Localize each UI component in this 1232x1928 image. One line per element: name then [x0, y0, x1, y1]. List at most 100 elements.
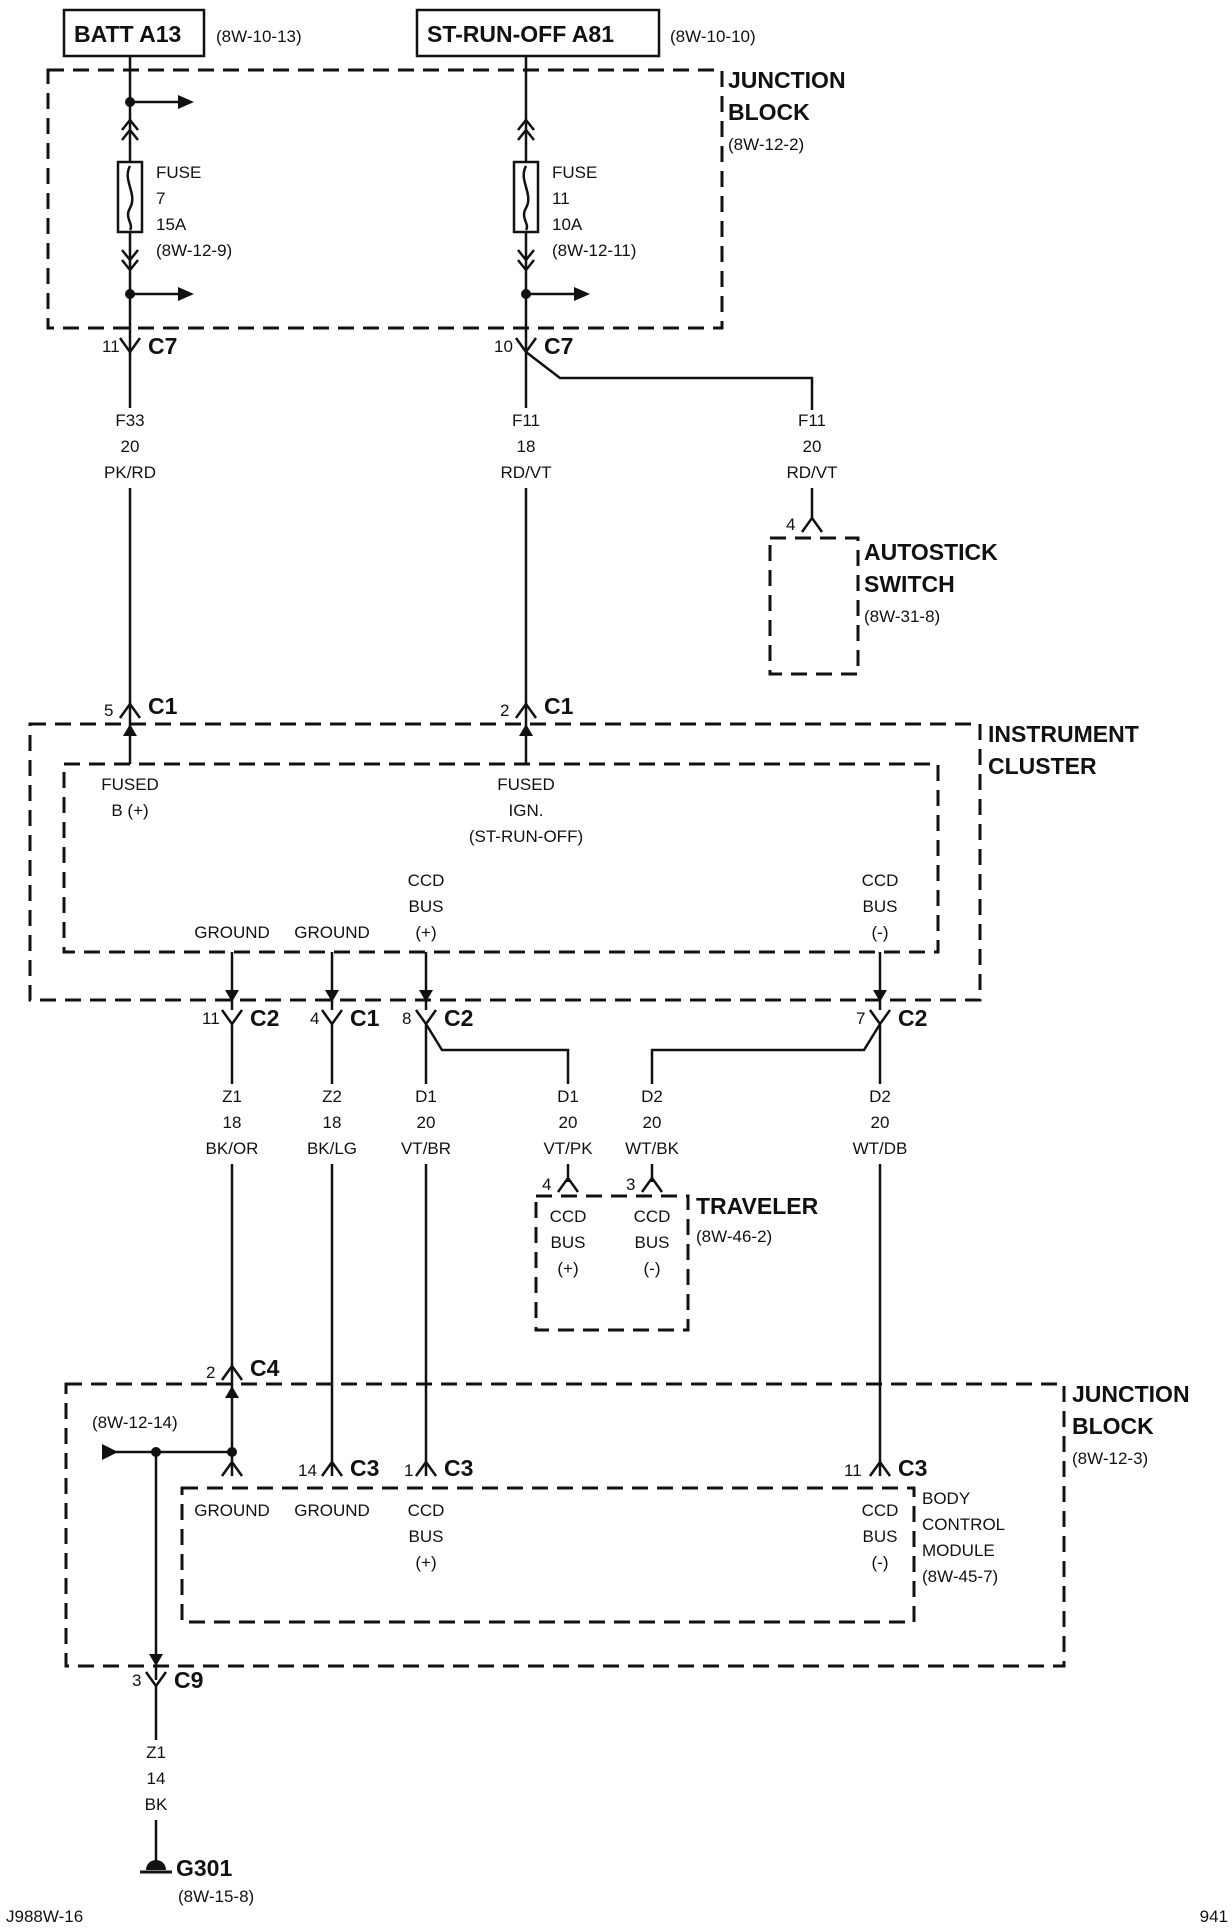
- jb-bottom-ref: (8W-12-3): [1072, 1449, 1148, 1468]
- arrow-right-icon: [574, 287, 590, 301]
- cluster-ground-1: GROUND: [194, 923, 270, 942]
- wire-z2-gauge: 18: [323, 1113, 342, 1132]
- traveler-pin-neg: 3: [626, 1175, 635, 1194]
- wire-z2-circuit: Z2: [322, 1087, 342, 1106]
- bcm-ccd-neg-2: BUS: [863, 1527, 898, 1546]
- wire-f33-color: PK/RD: [104, 463, 156, 482]
- jb-top-title-1: JUNCTION: [728, 67, 846, 93]
- autostick-pin: 4: [786, 515, 795, 534]
- wire-f11a-color: RD/VT: [501, 463, 552, 482]
- junction-block-bottom-outline: [64, 1382, 1066, 1668]
- traveler-ccd-pos-2: BUS: [551, 1233, 586, 1252]
- fuse7-l3: 15A: [156, 215, 187, 234]
- c7b-pin: 10: [494, 337, 513, 356]
- wire-f11a-circuit: F11: [512, 411, 540, 430]
- wire-z1b-color: BK: [145, 1795, 168, 1814]
- arrow-right-icon: [178, 287, 194, 301]
- source-st-run-label: ST-RUN-OFF A81: [427, 21, 614, 47]
- c2c-pin: 7: [856, 1009, 865, 1028]
- cluster-title-1: INSTRUMENT: [988, 721, 1139, 747]
- c3a-pin: 14: [298, 1461, 317, 1480]
- source-st-run-off: ST-RUN-OFF A81: [415, 8, 661, 58]
- wire-d1b-gauge: 20: [559, 1113, 578, 1132]
- traveler-title: TRAVELER: [696, 1193, 819, 1219]
- fuse7-l1: FUSE: [156, 163, 201, 182]
- bcm-ccd-pos-2: BUS: [409, 1527, 444, 1546]
- bcm-outline: [180, 1486, 916, 1624]
- wire-f33-circuit: F33: [115, 411, 144, 430]
- jb-bottom-title-1: JUNCTION: [1072, 1381, 1190, 1407]
- c3c-pin: 11: [844, 1461, 862, 1480]
- c2a-name: C2: [250, 1005, 279, 1031]
- c9-name: C9: [174, 1667, 203, 1693]
- cluster-fused-b-2: B (+): [111, 801, 148, 820]
- c1b-name: C1: [544, 693, 574, 719]
- c4-name: C4: [250, 1355, 280, 1381]
- c3b-name: C3: [444, 1455, 473, 1481]
- wire-z1b-circuit: Z1: [146, 1743, 166, 1762]
- source-batt-label: BATT A13: [74, 21, 181, 47]
- instrument-cluster-inner-outline: [62, 762, 940, 954]
- traveler-outline: [534, 1194, 690, 1332]
- wire-d1b-color: VT/PK: [543, 1139, 593, 1158]
- wire-f11b-gauge: 20: [803, 437, 822, 456]
- c2c-name: C2: [898, 1005, 927, 1031]
- cluster-fused-ign-2: IGN.: [509, 801, 544, 820]
- fuse11-l1: FUSE: [552, 163, 597, 182]
- c7b-name: C7: [544, 333, 573, 359]
- bcm-ground-2: GROUND: [294, 1501, 370, 1520]
- bcm-ccd-pos-3: (+): [415, 1553, 436, 1572]
- traveler-ccd-neg-2: BUS: [635, 1233, 670, 1252]
- source-batt-ref: (8W-10-13): [216, 27, 302, 46]
- source-st-run-ref: (8W-10-10): [670, 27, 756, 46]
- instrument-cluster-outer-outline: [28, 722, 982, 1002]
- cluster-ccd-neg-3: (-): [872, 923, 889, 942]
- wire-d2a-circuit: D2: [641, 1087, 663, 1106]
- fuse11-l3: 10A: [552, 215, 583, 234]
- jb-bottom-splice-ref: (8W-12-14): [92, 1413, 178, 1432]
- c1a-pin: 5: [104, 701, 113, 720]
- traveler-ccd-neg-3: (-): [644, 1259, 661, 1278]
- wire-z1b-gauge: 14: [147, 1769, 166, 1788]
- fuse11-l4: (8W-12-11): [552, 241, 636, 260]
- arrow-right-icon: [102, 1444, 118, 1460]
- wire-f33-gauge: 20: [121, 437, 140, 456]
- cluster-ccd-pos-3: (+): [415, 923, 436, 942]
- junction-block-top-outline: [46, 68, 724, 330]
- wire-d1a-color: VT/BR: [401, 1139, 451, 1158]
- cluster-ground-2: GROUND: [294, 923, 370, 942]
- source-batt-a13: BATT A13: [62, 8, 206, 58]
- wire-f11b-circuit: F11: [798, 411, 826, 430]
- cluster-fused-b-1: FUSED: [101, 775, 159, 794]
- traveler-pin-pos: 4: [542, 1175, 551, 1194]
- cluster-fused-ign-1: FUSED: [497, 775, 555, 794]
- jb-top-title-2: BLOCK: [728, 99, 810, 125]
- wire-d2b-color: WT/DB: [853, 1139, 908, 1158]
- cluster-ccd-pos-2: BUS: [409, 897, 444, 916]
- bcm-ccd-neg-1: CCD: [862, 1501, 899, 1520]
- ground-icon: [140, 1860, 172, 1874]
- traveler-ref: (8W-46-2): [696, 1227, 772, 1246]
- jb-top-ref: (8W-12-2): [728, 135, 804, 154]
- c3a-name: C3: [350, 1455, 379, 1481]
- arrow-right-icon: [178, 95, 194, 109]
- wire-d2a-gauge: 20: [643, 1113, 662, 1132]
- bcm-ground-1: GROUND: [194, 1501, 270, 1520]
- wire-d1b-circuit: D1: [557, 1087, 579, 1106]
- bcm-ccd-neg-3: (-): [872, 1553, 889, 1572]
- cluster-ccd-neg-1: CCD: [862, 871, 899, 890]
- c2a-pin: 11: [202, 1009, 220, 1028]
- wire-f11a-gauge: 18: [517, 437, 536, 456]
- footer-right: 941: [1200, 1907, 1228, 1926]
- bcm-label-3: MODULE: [922, 1541, 995, 1560]
- wire-d1a-gauge: 20: [417, 1113, 436, 1132]
- c1c-pin: 4: [310, 1009, 319, 1028]
- fuse7-l2: 7: [156, 189, 165, 208]
- wire-d2b-circuit: D2: [869, 1087, 891, 1106]
- traveler-ccd-pos-3: (+): [557, 1259, 578, 1278]
- autostick-title-2: SWITCH: [864, 571, 955, 597]
- footer-left: J988W-16: [6, 1907, 83, 1926]
- autostick-ref: (8W-31-8): [864, 607, 940, 626]
- ground-name: G301: [176, 1855, 232, 1881]
